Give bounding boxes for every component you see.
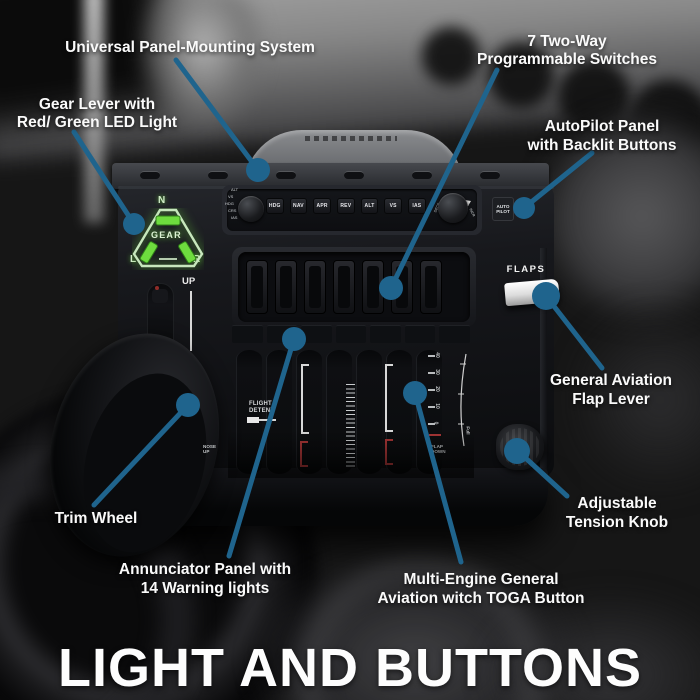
warning-light-cell (266, 325, 298, 343)
autopilot-master-line2: PILOT (496, 209, 510, 215)
rev-button: REV (337, 198, 355, 214)
flaps-lever (504, 278, 560, 307)
rocker-switch-7 (420, 260, 442, 314)
callout-annunciator-line1: Annunciator Panel with (118, 561, 292, 578)
callout-toga-line1: Multi-Engine General (403, 571, 559, 588)
callout-tension-line1: Adjustable (577, 495, 657, 512)
warning-light-cell (232, 325, 263, 343)
detent-marker (247, 417, 259, 423)
mode-selector-knob (238, 196, 264, 222)
flap-scale-number: 40 (433, 352, 440, 358)
callout-gear-line1: Gear Lever with (38, 96, 156, 113)
gear-red-led (155, 286, 159, 290)
selector-label: IAS (231, 215, 238, 220)
nav-button: NAV (289, 198, 308, 214)
alt-button: ALT (360, 198, 379, 214)
rocker-switch-4 (333, 260, 355, 314)
autopilot-buttons: HDG NAV APR REV ALT VS IAS (266, 198, 430, 214)
gear-indicator-nose-label: N (158, 195, 166, 206)
throttle-scale-bracket (301, 364, 309, 434)
warning-light-cell (404, 325, 436, 343)
switch-tray (238, 252, 470, 322)
flap-scale-tick (428, 389, 435, 391)
tension-knob (496, 424, 544, 470)
callout-flaplever-line2: Flap Lever (572, 391, 650, 408)
warning-light-cell (301, 325, 332, 343)
trim-up-label: UP (182, 276, 196, 287)
flap-scale-tick (428, 372, 435, 374)
background-knob-bokeh (422, 27, 480, 85)
trim-up-line (190, 291, 192, 351)
rocker-switch-1 (246, 260, 268, 314)
flap-scale-number: 10 (433, 403, 440, 409)
callout-gear-line2: Red/ Green LED Light (16, 114, 178, 131)
flaps-label: FLAPS (506, 264, 546, 275)
callout-toga-line2: Aviation witch TOGA Button (377, 590, 585, 607)
mount-screw-slot (412, 171, 432, 179)
callout-autopilot-line1: AutoPilot Panel (544, 118, 660, 135)
flap-scale-number: 20 (433, 386, 440, 392)
callout-annunciator-line2: 14 Warning lights (140, 580, 270, 597)
flap-scale-number: 0 (432, 421, 439, 425)
callout-switches-line1: 7 Two-Way (527, 33, 607, 50)
gear-indicator-right-label: R (193, 254, 201, 265)
callout-tension-line2: Tension Knob (565, 514, 669, 531)
mount-screw-slot (140, 171, 160, 179)
rocker-switch-2 (275, 260, 297, 314)
selector-label: ALT (231, 187, 239, 192)
annunciator-panel (232, 325, 471, 347)
warning-light-cell (439, 325, 471, 343)
increment-knob (438, 193, 468, 223)
vs-button: VS (384, 198, 402, 214)
mount-screw-slot (276, 171, 296, 179)
warning-light-cell (370, 325, 401, 343)
mount-screw-slot (480, 171, 500, 179)
background-light-blob (138, 0, 266, 132)
ias-button: IAS (408, 198, 426, 214)
flap-scale-tick (428, 355, 435, 357)
selector-label: CRS (228, 208, 237, 213)
throttle-scale-bracket (385, 364, 393, 432)
flight-detent-label: FLIGHT DETENT (249, 401, 275, 414)
hdg-button: HDG (266, 198, 284, 214)
rocker-switch-5 (362, 260, 384, 314)
autopilot-master-button: AUTO PILOT (492, 197, 514, 221)
gear-indicator-left-label: L (130, 254, 137, 265)
nose-up-label: NOSE UP (203, 444, 217, 454)
mount-screw-slot (208, 171, 228, 179)
callout-autopilot-line2: with Backlit Buttons (527, 137, 677, 154)
page-title: LIGHT AND BUTTONS (58, 638, 642, 698)
brand-logo (305, 136, 397, 141)
rocker-switch-6 (391, 260, 413, 314)
callout-trim: Trim Wheel (54, 510, 138, 527)
callout-switches-line2: Programmable Switches (476, 51, 658, 68)
lever-area-shadow (228, 430, 474, 478)
selector-label: HDG (225, 201, 234, 206)
flap-scale-number: 30 (433, 369, 440, 375)
rocker-switch-3 (304, 260, 326, 314)
gear-indicator-text: GEAR (151, 230, 182, 240)
warning-light-cell (335, 325, 367, 343)
autopilot-master-line1: AUTO (496, 204, 510, 209)
apr-button: APR (313, 198, 331, 214)
mount-screw-slot (344, 171, 364, 179)
selector-label: VS (228, 194, 234, 199)
callout-mounting: Universal Panel-Mounting System (65, 39, 315, 56)
callout-flaplever-line1: General Aviation (549, 372, 673, 389)
detent-line (259, 419, 276, 421)
